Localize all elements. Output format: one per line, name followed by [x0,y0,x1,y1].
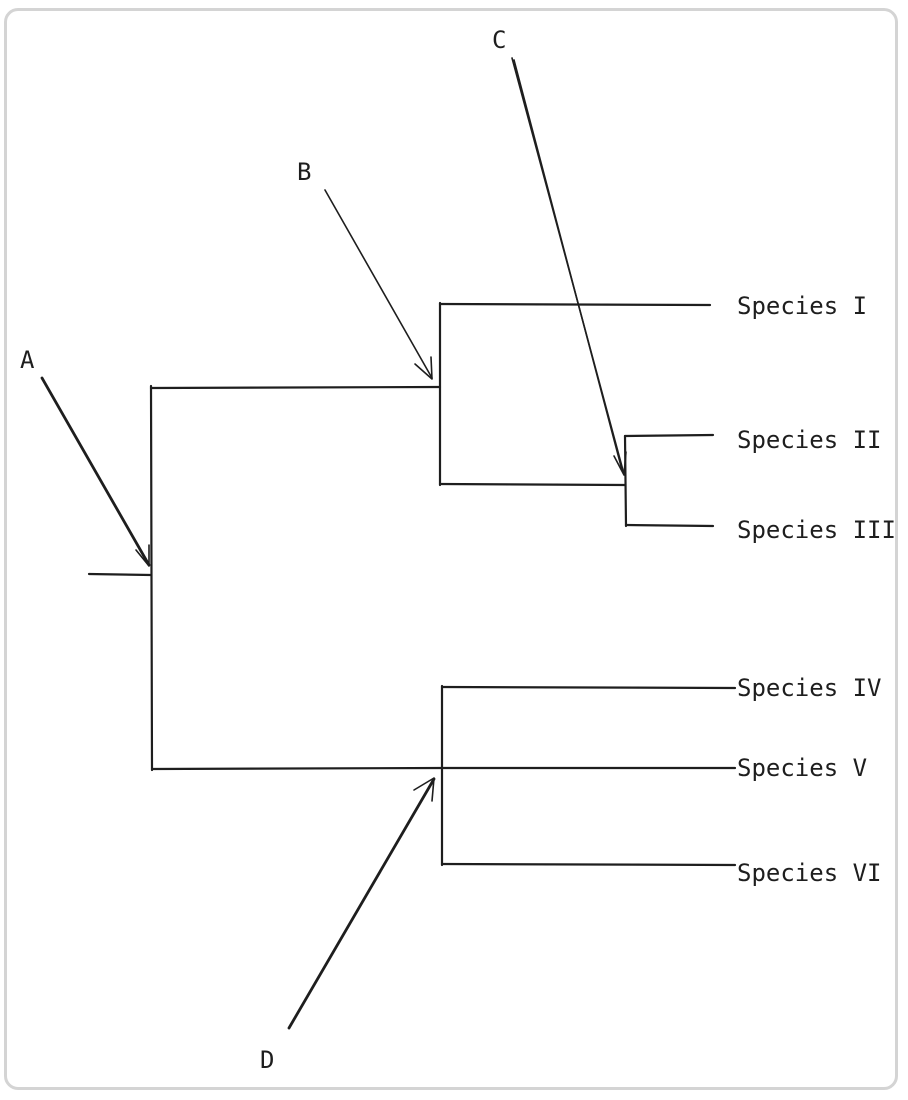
branch-species-3 [624,523,715,528]
node-c-vertical [623,434,628,528]
branch-species-6 [440,862,737,867]
diagram-frame [4,8,898,1090]
species-label-1: Species I [737,292,867,320]
species-label-2: Species II [737,426,882,454]
arrow-a [40,376,151,567]
branch-b-to-c [438,482,627,487]
species-label-3: Species III [737,516,896,544]
node-a-vertical [149,384,154,772]
arrow-b [324,189,433,380]
species-label-5: Species V [737,754,867,782]
node-label-b: B [297,158,311,186]
node-label-a: A [20,346,35,374]
branch-a-to-d [150,766,444,771]
arrow-d [287,777,436,1030]
species-label-6: Species VI [737,859,882,887]
branch-species-1 [438,302,712,307]
species-label-4: Species IV [737,674,882,702]
node-label-c: C [492,26,506,54]
root-branch [87,572,153,577]
branch-a-to-b [149,385,442,390]
branch-species-4 [440,685,737,690]
arrow-c [511,57,627,476]
node-label-d: D [260,1046,274,1074]
branch-species-2 [623,433,715,438]
